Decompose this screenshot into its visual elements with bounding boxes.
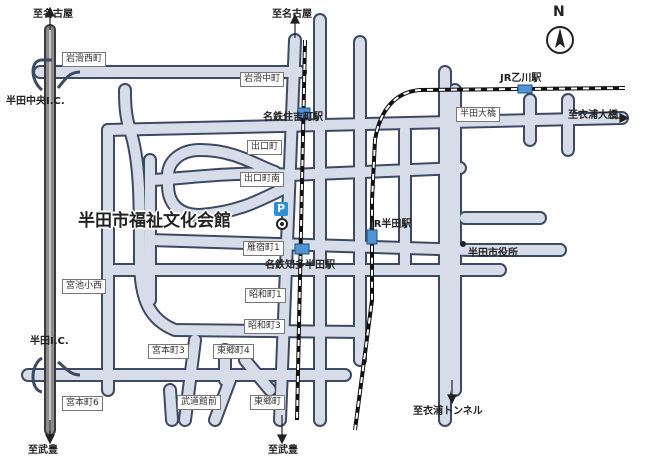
station-sumiyoshicho: 名鉄住吉町駅	[263, 112, 323, 123]
city-hall-label: 半田市役所	[468, 248, 518, 259]
station-markers	[294, 84, 533, 255]
venue-name: 半田市福祉文化会館	[78, 211, 231, 231]
intersection-miyamotocho3: 宮本町3	[148, 344, 189, 359]
meitetsu-railway	[295, 39, 307, 421]
direction-bottom-center: 至武豊	[268, 445, 298, 456]
direction-right-top: 至衣浦大橋	[568, 110, 618, 121]
intersection-showacho3: 昭和町3	[244, 319, 285, 334]
direction-bottom-right: 至衣浦トンネル	[413, 406, 483, 417]
intersection-showacho1: 昭和町1	[245, 288, 286, 303]
station-jr-otogawa: JR乙川駅	[500, 73, 542, 84]
intersection-higashigocho4: 東郷町4	[213, 344, 254, 359]
intersection-iwanamenakamachi: 岩滑中町	[240, 72, 285, 87]
ic-handa: 半田I.C.	[30, 336, 69, 347]
venue-marker	[276, 218, 288, 230]
direction-bottom-left: 至武豊	[28, 445, 58, 456]
ic-ramps	[31, 58, 81, 394]
intersection-handa-ohashi: 半田大橋	[456, 107, 501, 122]
jr-railway	[353, 86, 626, 431]
city-hall-dot	[460, 241, 466, 247]
direction-top-left: 至名古屋	[33, 9, 73, 20]
parking-icon: P	[274, 202, 288, 216]
direction-arrows	[45, 6, 630, 445]
compass-label: N	[553, 4, 565, 20]
intersection-budokanmae: 武道館前	[177, 395, 222, 410]
direction-top-center: 至名古屋	[272, 9, 312, 20]
intersection-demachi-minami: 出口町南	[240, 172, 285, 187]
intersection-miyaike-konishi: 宮池小西	[62, 279, 107, 294]
intersection-miyamotocho6: 宮本町6	[62, 396, 103, 411]
compass	[546, 26, 574, 54]
station-jr-handa: JR半田駅	[370, 219, 412, 230]
intersection-demachi: 出口町	[247, 140, 283, 155]
intersection-iwanamenishimachi: 岩滑西町	[62, 52, 107, 67]
intersection-higashigocho: 東郷町	[250, 395, 286, 410]
station-chitahanda: 名鉄知多半田駅	[265, 260, 335, 271]
intersection-gaishukucho: 雁宿町1	[243, 241, 284, 256]
ic-handa-chuo: 半田中央I.C.	[6, 96, 65, 107]
